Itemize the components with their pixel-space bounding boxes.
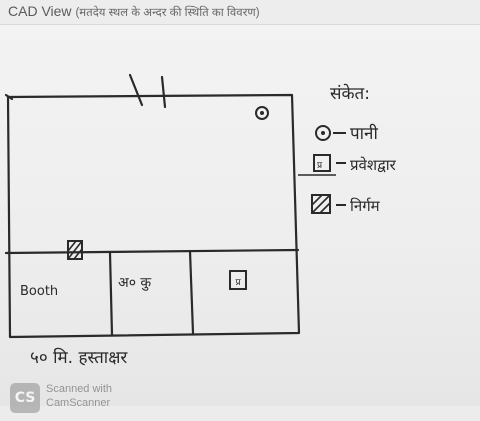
- legend-label-exit: निर्गम: [350, 197, 381, 215]
- footer-note: ५० मि. हस्ताक्षर: [30, 347, 128, 368]
- scanned-sketch-area: प्र Booth अ० कु संकेत: पानी प्र प्रवेशद्…: [0, 24, 480, 413]
- window-title-subtitle: (मतदेय स्थल के अन्दर की स्थिति का विवरण): [75, 7, 260, 19]
- exit-marker-icon: [67, 240, 83, 260]
- legend-item-entrance: प्र प्रवेशद्वार: [298, 154, 397, 176]
- edge-tick: [4, 93, 14, 101]
- legend-item-water: पानी: [315, 123, 378, 144]
- room-label-second: अ० कु: [118, 275, 151, 291]
- room-outline: [6, 93, 301, 339]
- window-title-main: CAD View: [8, 3, 72, 19]
- watermark-line-2: CamScanner: [46, 397, 111, 409]
- water-symbol-icon: [255, 106, 269, 120]
- room-divider-left: [108, 251, 114, 337]
- window-title: CAD View (मतदेय स्थल के अन्दर की स्थिति …: [8, 3, 260, 20]
- title-bar: CAD View (मतदेय स्थल के अन्दर की स्थिति …: [0, 0, 480, 24]
- camscanner-logo-icon: CS: [10, 383, 40, 413]
- entrance-marker-icon: [229, 270, 247, 290]
- legend-symbol-entrance: प्र: [317, 161, 323, 171]
- room-label-booth: Booth: [20, 284, 58, 299]
- legend-label-water: पानी: [350, 123, 378, 144]
- room-entrance-symbol: प्र: [235, 278, 241, 288]
- room-divider-right: [188, 249, 195, 335]
- legend-label-entrance: प्रवेशद्वार: [350, 156, 397, 174]
- legend-item-exit: निर्गम: [311, 194, 381, 215]
- camscanner-watermark: CS Scanned with CamScanner: [10, 381, 200, 421]
- room-divider-horizontal: [4, 248, 300, 255]
- door-mark-right: [160, 75, 167, 109]
- watermark-line-1: Scanned with: [46, 383, 113, 395]
- door-mark-left: [128, 73, 144, 107]
- floor-plan-sketch: प्र Booth अ० कु संकेत: पानी प्र प्रवेशद्…: [4, 73, 397, 368]
- legend-heading: संकेत:: [330, 83, 370, 104]
